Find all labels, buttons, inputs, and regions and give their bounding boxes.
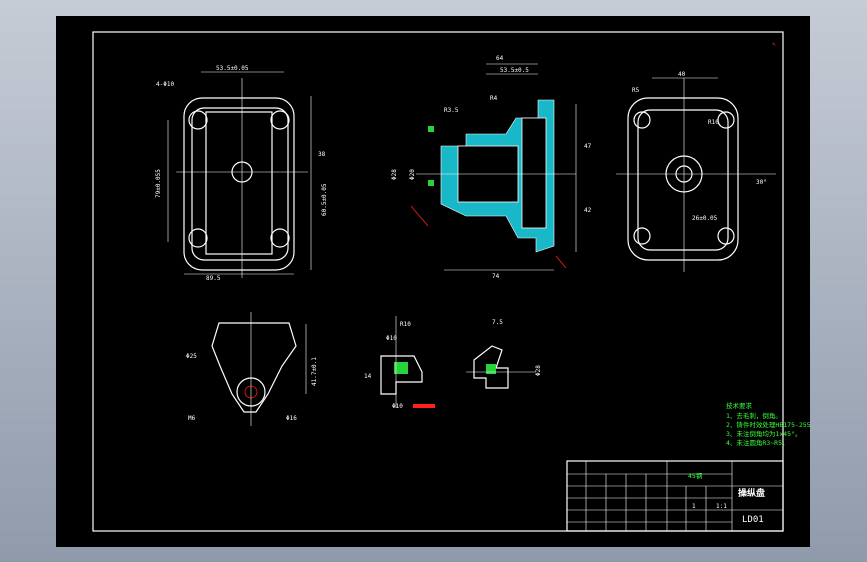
part-name: 操纵盘: [738, 487, 765, 499]
dim-label: 14: [364, 373, 372, 380]
top-view: 40 R5 R10 30° 26±0.05: [616, 71, 776, 272]
dim-label: 79±0.055: [155, 169, 162, 198]
dim-label: R4: [490, 95, 498, 102]
tech-item: 3、未注倒角均为1x45°。: [726, 429, 801, 438]
dim-label: 60.5±0.05: [321, 183, 328, 216]
dim-label: Φ16: [286, 415, 297, 422]
dim-label: Φ20: [409, 169, 416, 180]
drawing-number: LD01: [742, 515, 764, 525]
drawing-canvas[interactable]: 53.5±0.05 4-Φ10 79±0.055 38 89.5 60.5±0.…: [56, 16, 810, 547]
dim-label: R10: [708, 119, 719, 126]
front-view: 53.5±0.05 4-Φ10 79±0.055 38 89.5 60.5±0.…: [155, 65, 328, 282]
tech-item: 4、未注圆角R3~R5。: [726, 438, 788, 447]
tech-item: 2、铸件时效处理HB175-255。: [726, 420, 810, 429]
corner-mark-icon: ✎: [772, 41, 776, 48]
dim-label: 26±0.05: [692, 215, 718, 222]
dim-label: 89.5: [206, 275, 221, 282]
dim-label: Φ10: [392, 403, 403, 410]
dim-label: R10: [400, 321, 411, 328]
dim-label: 30°: [756, 179, 767, 186]
material-label: 45钢: [688, 472, 703, 480]
cad-drawing: 53.5±0.05 4-Φ10 79±0.055 38 89.5 60.5±0.…: [92, 31, 810, 532]
dim-label: 47: [584, 143, 592, 150]
tech-title: 技术要求: [726, 401, 753, 410]
detail-view-a: R10 Φ10 14 Φ10: [364, 316, 435, 410]
dim-label: 4-Φ10: [156, 81, 174, 88]
title-block: 45钢 1:1 1 操纵盘 LD01: [566, 460, 784, 532]
dim-label: Φ28: [391, 169, 398, 180]
dim-label: 40: [678, 71, 686, 78]
dim-label: 53.5±0.5: [500, 67, 529, 74]
bracket-view: Φ25 41.7±0.1 Φ16 M6: [186, 312, 318, 426]
dim-label: R3.5: [444, 107, 459, 114]
dim-label: 74: [492, 273, 500, 280]
dim-label: M6: [188, 415, 196, 422]
dim-label: 41.7±0.1: [311, 357, 318, 386]
tech-item: 1、去毛刺，倒角。: [726, 411, 782, 420]
dim-label: Φ25: [186, 353, 197, 360]
section-view: 64 53.5±0.5 R4 R3.5 Φ28 Φ20 74 42 47: [391, 55, 592, 280]
drawing-border: [92, 31, 784, 532]
detail-view-b: 7.5 Φ28: [466, 319, 542, 389]
qty-label: 1: [692, 503, 696, 510]
dim-label: 38: [318, 151, 326, 158]
dim-label: 53.5±0.05: [216, 65, 249, 72]
dim-label: Φ28: [535, 365, 542, 376]
dim-label: Φ10: [386, 335, 397, 342]
dim-label: 42: [584, 207, 592, 214]
tech-requirements: 技术要求 1、去毛刺，倒角。 2、铸件时效处理HB175-255。 3、未注倒角…: [726, 401, 810, 447]
dim-label: 64: [496, 55, 504, 62]
dim-label: 7.5: [492, 319, 503, 326]
scale-label: 1:1: [716, 503, 727, 510]
dim-label: R5: [632, 87, 640, 94]
